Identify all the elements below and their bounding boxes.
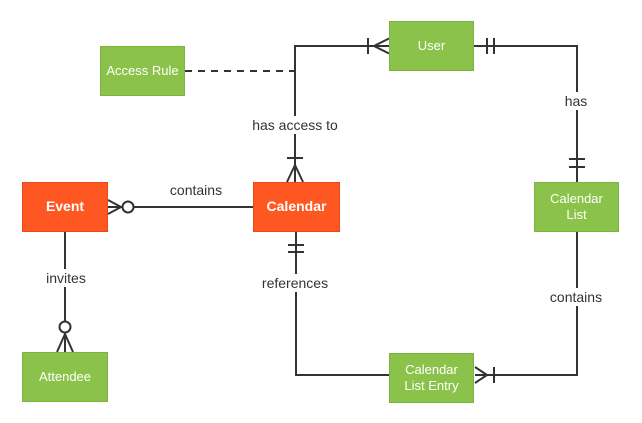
entity-event[interactable]: Event bbox=[22, 182, 108, 232]
relationship-user-calendar-list-has bbox=[474, 38, 585, 182]
relationship-line bbox=[295, 232, 389, 376]
crow-foot-many-icon bbox=[373, 37, 390, 55]
zero-circle-icon bbox=[121, 200, 135, 214]
entity-access-rule[interactable]: Access Rule bbox=[100, 46, 185, 96]
relationship-line bbox=[474, 45, 578, 182]
relationship-label-has: has bbox=[560, 92, 592, 110]
entity-attendee[interactable]: Attendee bbox=[22, 352, 108, 402]
exactly-one-ticks-icon bbox=[569, 158, 585, 168]
relationship-label-references: references bbox=[257, 274, 333, 292]
entity-user[interactable]: User bbox=[389, 21, 474, 71]
relationship-list-entry-contains bbox=[474, 232, 578, 384]
relationship-label-contains-list: contains bbox=[545, 288, 607, 306]
entity-calendar[interactable]: Calendar bbox=[253, 182, 340, 232]
relationship-calendar-entry-references bbox=[288, 232, 389, 376]
relationship-event-calendar-contains bbox=[107, 199, 253, 215]
relationship-line bbox=[294, 45, 389, 182]
relationship-label-contains-event: contains bbox=[165, 181, 227, 199]
relationship-label-invites: invites bbox=[42, 269, 90, 287]
crow-foot-many-icon bbox=[286, 164, 304, 183]
relationship-label-has-access-to: has access to bbox=[248, 116, 342, 134]
entity-calendar-list[interactable]: Calendar List bbox=[534, 182, 619, 232]
relationship-line bbox=[475, 232, 578, 376]
exactly-one-ticks-icon bbox=[288, 244, 304, 253]
zero-circle-icon bbox=[58, 320, 72, 334]
exactly-one-ticks-icon bbox=[486, 38, 495, 54]
entity-calendar-list-entry[interactable]: Calendar List Entry bbox=[389, 353, 474, 403]
crow-foot-many-icon bbox=[107, 199, 122, 215]
relationship-calendar-user-has-access-to bbox=[286, 37, 390, 183]
crow-foot-many-icon bbox=[474, 366, 488, 384]
relationship-event-attendee-invites bbox=[56, 232, 74, 353]
crow-foot-many-icon bbox=[56, 333, 74, 353]
